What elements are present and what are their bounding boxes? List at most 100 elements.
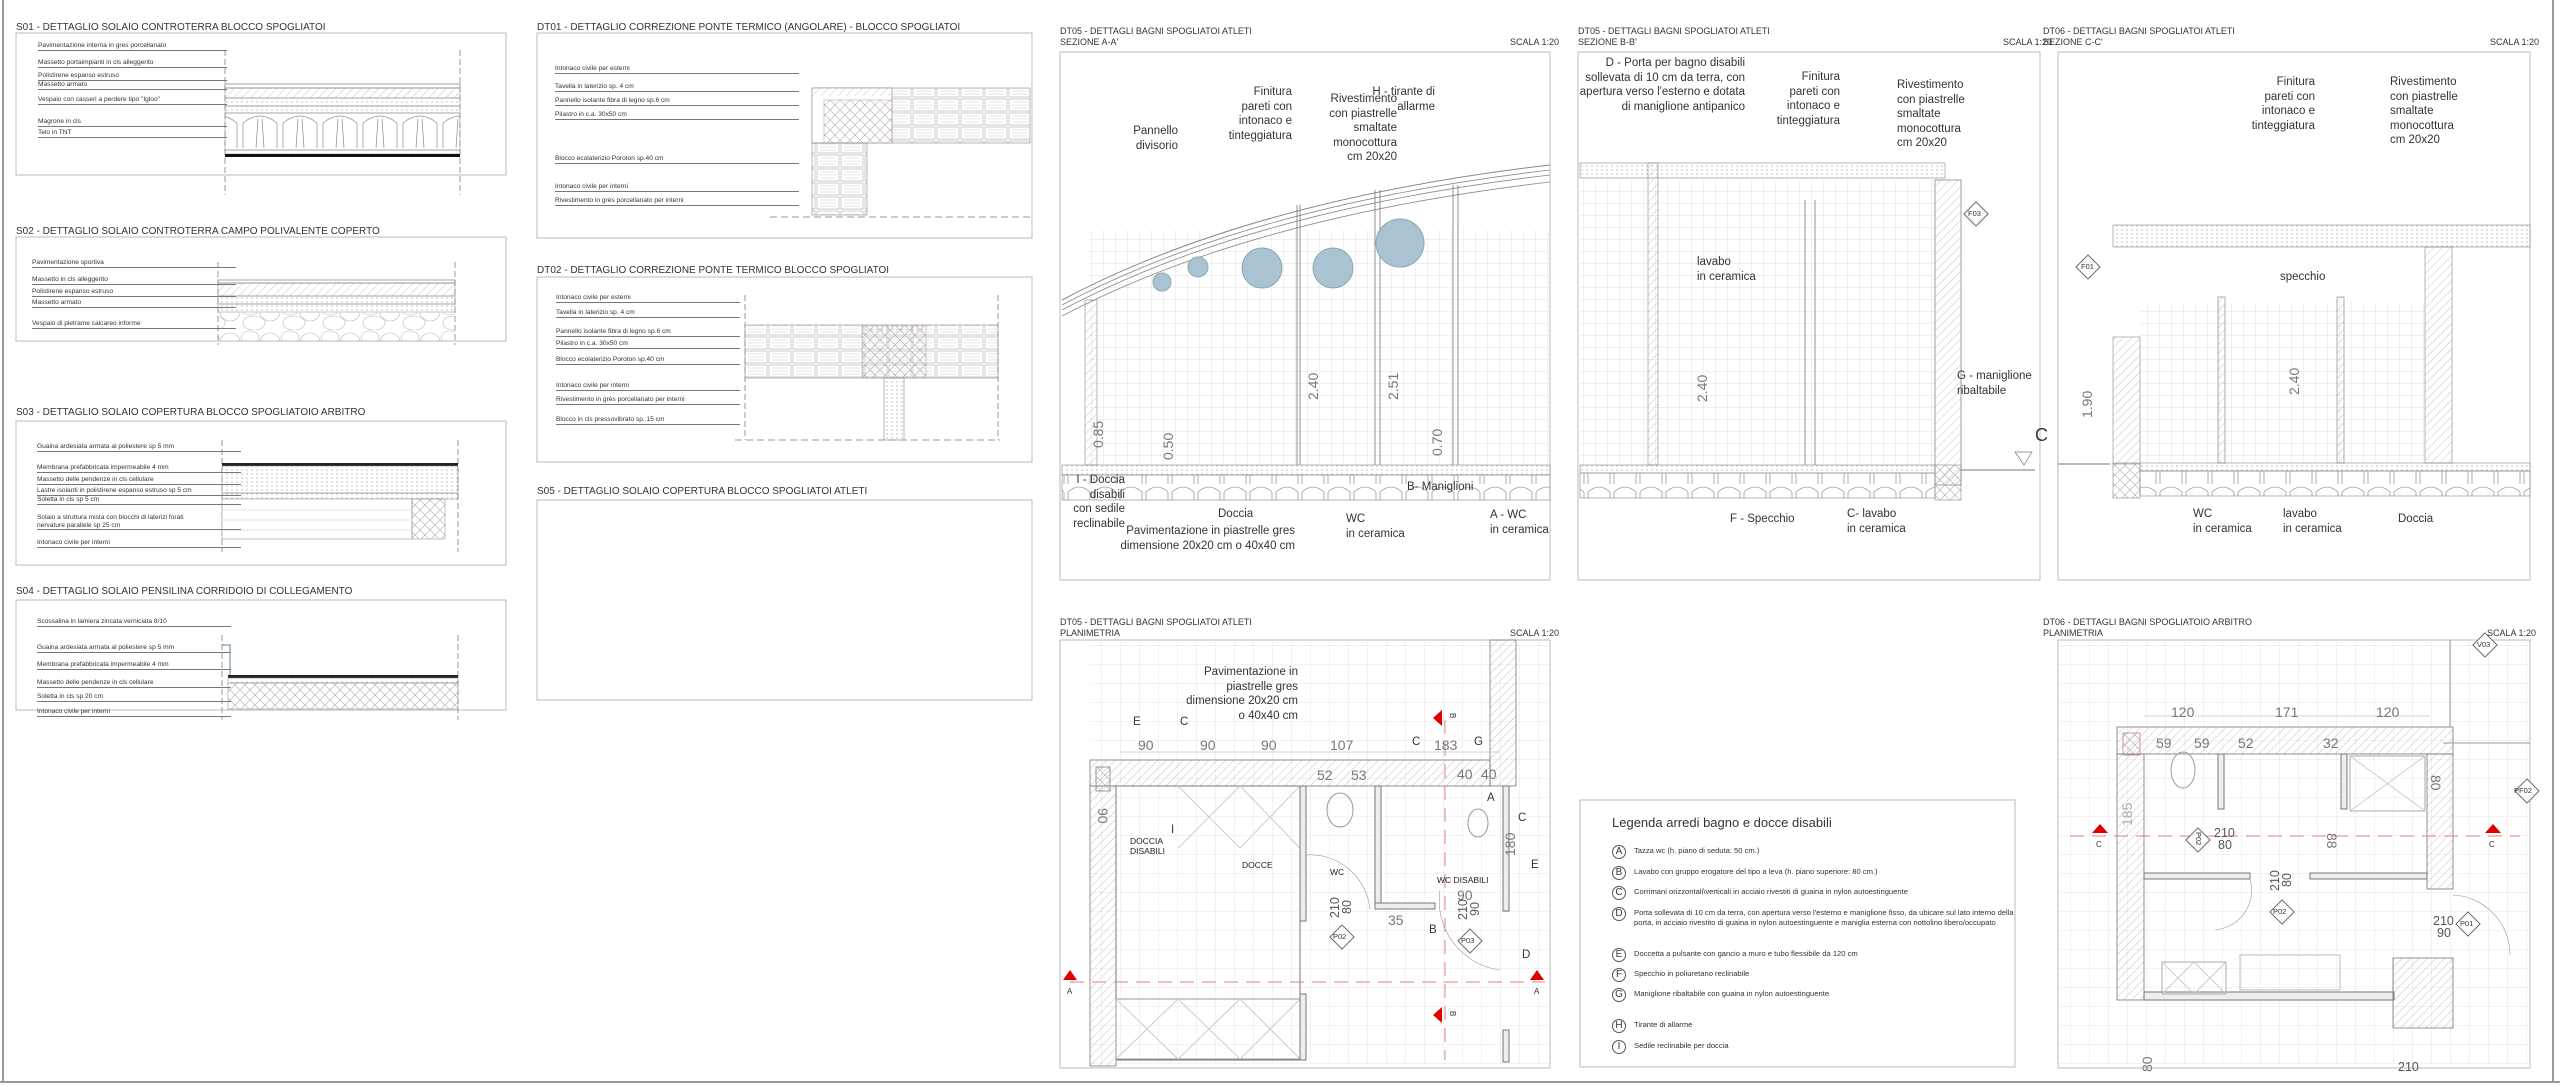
section-marker-icons-c <box>2092 824 2501 833</box>
layer-label: Massetto armato <box>38 81 227 90</box>
door-tag-label: P02 <box>1333 932 1347 941</box>
layer-label: Membrana prefabbricata impermeabile 4 mm <box>37 464 241 473</box>
callout-finitura: Finitura pareti con intonaco e tinteggia… <box>1776 71 1840 127</box>
dt02-detail-drawing <box>735 295 1000 441</box>
layer-label: Guaina ardesiata armata al poliestere sp… <box>37 443 241 452</box>
dimension-label: 35 <box>1388 912 1404 928</box>
callout-letter: I <box>1171 824 1175 836</box>
callout-letter: C <box>1518 812 1527 824</box>
section-mark-b-top: B <box>1448 713 1457 719</box>
section-title: DT05 - DETTAGLI BAGNI SPOGLIATOI ATLETI <box>1060 26 1252 36</box>
dimension-label: 120 <box>2171 704 2195 720</box>
layer-label: Intonaco civile per interni <box>555 183 799 192</box>
layer-label: Pavimentazione interna in gres porcellan… <box>38 42 227 51</box>
callout-rivestimento: Rivestimento con piastrelle smaltate mon… <box>1897 79 1965 149</box>
layer-label: Magrone in cls <box>38 118 227 127</box>
door-width-label: 80 <box>1340 900 1354 914</box>
callout-letter: C <box>1180 716 1189 728</box>
dimension-label: 2.40 <box>1694 374 1710 402</box>
dimension-label: 88 <box>2324 833 2340 849</box>
callout-letter: B <box>1429 924 1437 936</box>
callout-doccia: Doccia <box>1218 508 1254 520</box>
dimension-label: 90 <box>1095 808 1111 824</box>
layer-label: Pilastro in c.a. 30x50 cm <box>556 340 740 349</box>
section-cc-drawing <box>2058 224 2531 499</box>
callout-specchio: F - Specchio <box>1730 513 1795 525</box>
section-subtitle: SEZIONE C-C' <box>2043 37 2103 47</box>
callout-letter: D <box>1522 949 1531 961</box>
callout-specchio: specchio <box>2280 271 2326 283</box>
layer-label: Soletta in cls sp 20 cm <box>37 693 231 702</box>
legend-text: Corrimani orizzontali\verticali in accia… <box>1634 887 1908 896</box>
dimension-label: 32 <box>2323 735 2339 751</box>
layer-label: Massetto delle pendenze in cls cellulare <box>37 679 231 688</box>
legend-text: Tazza wc (h. piano di seduta: 50 cm.) <box>1634 846 1760 855</box>
dimension-label: 1.90 <box>2079 390 2095 418</box>
plan-subtitle: PLANIMETRIA <box>2043 628 2104 638</box>
plan-title: DT05 - DETTAGLI BAGNI SPOGLIATOI ATLETI <box>1060 617 1252 627</box>
layer-label: Pilastro in c.a. 30x50 cm <box>555 111 799 120</box>
section-mark-a-left: A <box>1067 987 1073 996</box>
dimension-label: 0.85 <box>1090 420 1106 448</box>
legend-text: Lavabo con gruppo erogatore del tipo a l… <box>1634 867 1878 876</box>
section-aa-drawing <box>1061 164 1551 501</box>
callout-pavimentazione: Pavimentazione in piastrelle gres dimens… <box>1120 525 1295 552</box>
callout-letter: E <box>1531 859 1539 871</box>
callout-doccia-disabili: I - Doccia disabili con sedile reclinabi… <box>1073 474 1125 530</box>
layer-label: Telo in TNT <box>38 129 227 138</box>
dimension-label: 52 <box>2238 735 2254 751</box>
layer-label: Massetto portaimpianti in cls alleggerit… <box>38 59 227 68</box>
dimension-label: 90 <box>1200 737 1216 753</box>
section-aa-scale: SCALA 1:20 <box>1510 37 1560 47</box>
s02-title: S02 - DETTAGLIO SOLAIO CONTROTERRA CAMPO… <box>16 226 380 237</box>
layer-label: Tavella in laterizio sp. 4 cm <box>555 83 799 92</box>
callout-finitura: Finitura pareti con intonaco e tinteggia… <box>1228 86 1292 142</box>
section-title: DT06 - DETTAGLI BAGNI SPOGLIATOI ATLETI <box>2043 26 2235 36</box>
plan-title: DT06 - DETTAGLI BAGNI SPOGLIATOIO ARBITR… <box>2043 617 2253 627</box>
callout-porta: D - Porta per bagno disabili sollevata d… <box>1579 57 1745 113</box>
section-marker-icons <box>1063 710 1544 1023</box>
door-width-label: 90 <box>1468 902 1482 916</box>
door-width-label: 90 <box>2437 926 2451 940</box>
callout-wc: WC in ceramica <box>2193 508 2252 535</box>
dimension-label: 59 <box>2194 735 2210 751</box>
callout-letter: C <box>1412 736 1421 748</box>
door-tag-label: P01 <box>2460 919 2474 928</box>
s04-title: S04 - DETTAGLIO SOLAIO PENSILINA CORRIDO… <box>16 586 353 597</box>
callout-maniglione: G - maniglione ribaltabile <box>1957 370 2032 397</box>
door-tag-label: P02 <box>2273 907 2287 916</box>
section-cc-scale: SCALA 1:20 <box>2490 37 2540 47</box>
s04-section-drawing <box>221 635 459 720</box>
room-label-wc: WC <box>1330 867 1345 877</box>
callout-lavabo: lavabo in ceramica <box>1697 256 1756 283</box>
section-mark-a-right: A <box>1534 987 1540 996</box>
layer-label: Intonaco civile per interni <box>556 382 740 391</box>
s01-title: S01 - DETTAGLIO SOLAIO CONTROTERRA BLOCC… <box>16 22 326 33</box>
legend-text: Sedile reclinabile per doccia <box>1634 1041 1729 1050</box>
layer-label: Intonaco civile per esterni <box>556 294 740 303</box>
s03-title: S03 - DETTAGLIO SOLAIO COPERTURA BLOCCO … <box>16 407 366 418</box>
layer-label: Massetto armato <box>32 299 236 308</box>
legend-key-icon: F <box>1612 968 1626 982</box>
layer-label: Polistirene espanso estruso <box>38 72 227 81</box>
dimension-label: 2.40 <box>1305 372 1321 400</box>
door-height-label: 210 <box>2214 826 2235 840</box>
window-tag-label: F01 <box>2081 262 2094 271</box>
room-label-doccia-disabili: DOCCIA DISABILI <box>1130 836 1165 857</box>
plan-dt05-drawing <box>1063 639 1550 1067</box>
room-label-wc-disabili: WC DISABILI <box>1437 875 1489 885</box>
s01-section-drawing <box>224 50 461 195</box>
layer-label: Blocco ecolaterizio Poroton sp.40 cm <box>555 155 799 164</box>
layer-label: Intonaco civile per interni <box>37 539 241 548</box>
dimension-label: 40 <box>1481 766 1497 782</box>
dimension-label: 183 <box>1434 737 1458 753</box>
dimension-label: 185 <box>2119 802 2135 826</box>
dimension-label: 90 <box>1261 737 1277 753</box>
layer-label: Guaina ardesiata armata al poliestere sp… <box>37 644 231 653</box>
door-width-label: 80 <box>2218 838 2232 852</box>
layer-label: Intonaco civile per interni <box>37 708 231 717</box>
plan-dt06-drawing <box>2058 640 2530 1065</box>
